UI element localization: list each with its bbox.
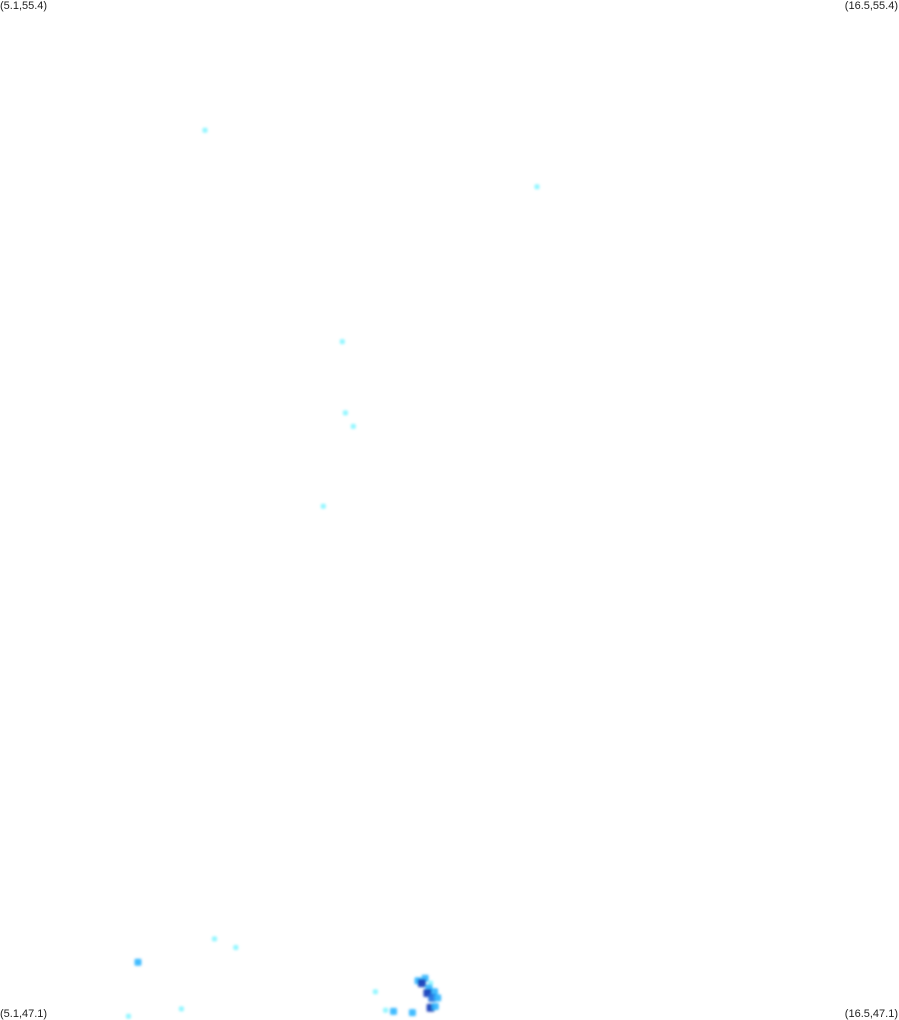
corner-label-bottom-right: (16.5,47.1): [844, 1008, 898, 1020]
corner-label-top-right: (16.5,55.4): [844, 0, 898, 12]
density-point: [126, 1013, 131, 1019]
density-point: [431, 988, 438, 996]
corner-label-bottom-left: (5.1,47.1): [0, 1008, 48, 1020]
density-point: [350, 423, 356, 429]
density-point: [408, 1009, 416, 1017]
density-point: [134, 958, 142, 966]
density-point: [434, 994, 442, 1002]
density-point: [383, 1007, 389, 1013]
density-point: [212, 936, 217, 942]
corner-label-top-left: (5.1,55.4): [0, 0, 48, 12]
density-point: [431, 1003, 439, 1010]
density-point: [390, 1007, 397, 1015]
density-point: [342, 410, 348, 416]
points-layer: [126, 127, 540, 1019]
density-point: [428, 980, 434, 986]
density-point: [233, 945, 239, 950]
density-point: [320, 503, 326, 509]
density-point: [178, 1006, 184, 1012]
density-point: [339, 339, 345, 345]
density-point: [372, 989, 378, 995]
density-point: [417, 979, 426, 988]
density-point: [202, 127, 208, 133]
density-point: [534, 184, 540, 190]
